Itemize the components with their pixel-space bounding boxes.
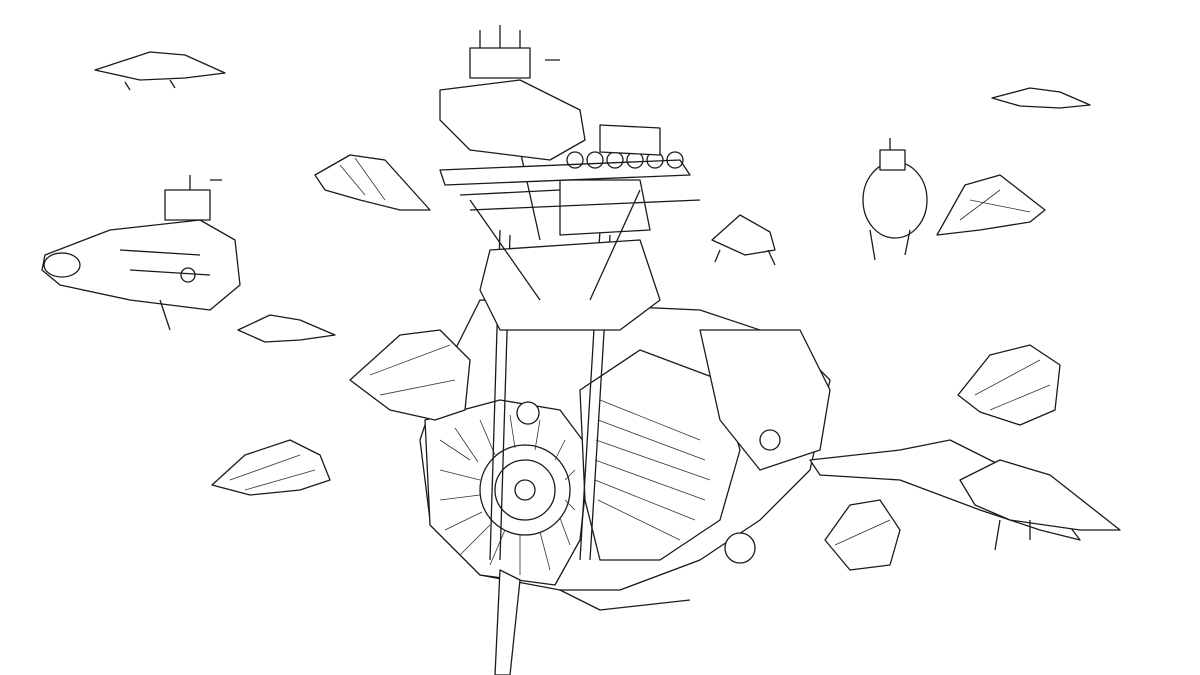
escort-ship-mid-left	[237, 314, 336, 343]
escort-ship-lower-right	[824, 499, 901, 571]
escort-ship-left-center	[349, 329, 471, 421]
escort-ship-upper-left	[314, 154, 431, 211]
escort-ship-lower-left	[211, 439, 331, 496]
escort-ship-right-mid	[957, 344, 1061, 426]
upper-tower-ship	[439, 25, 701, 211]
escort-ship-top-right	[991, 87, 1091, 109]
main-battleship	[419, 149, 1081, 675]
escort-ship-right-upper	[936, 174, 1046, 236]
escort-ship-center	[711, 214, 776, 266]
escort-ship-top-left	[94, 51, 226, 91]
left-battleship	[41, 175, 241, 331]
escort-ship-right-tower	[862, 138, 928, 261]
escort-ship-far-right	[959, 459, 1121, 551]
